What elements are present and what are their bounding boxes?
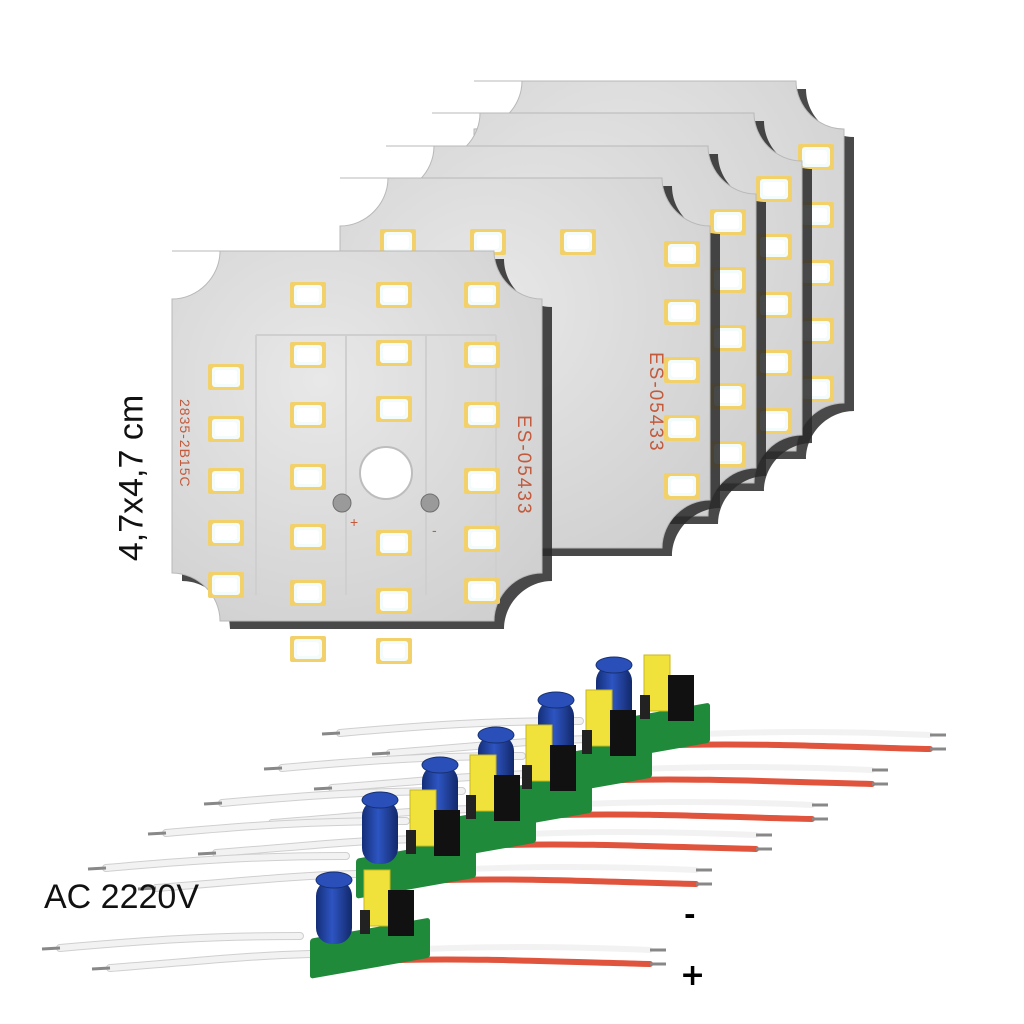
smd-led bbox=[376, 638, 412, 664]
smd-led bbox=[464, 526, 500, 552]
smd-led bbox=[798, 144, 834, 170]
smd-led bbox=[208, 364, 244, 390]
board-part-code: ES-05433 bbox=[645, 352, 666, 453]
smd-led bbox=[464, 468, 500, 494]
smd-led bbox=[290, 282, 326, 308]
led-board: + - ES-05433 2835-2B15C bbox=[171, 250, 552, 664]
smd-led bbox=[464, 282, 500, 308]
smd-led bbox=[376, 396, 412, 422]
smd-led bbox=[208, 468, 244, 494]
led-board: ES-05433 bbox=[339, 177, 720, 556]
smd-led bbox=[470, 229, 506, 255]
led-board-stack: ES-05433ES-05433ES-05433ES-05433+-ES-054… bbox=[171, 80, 854, 664]
smd-led bbox=[664, 415, 700, 441]
smd-led bbox=[290, 580, 326, 606]
smd-led bbox=[290, 464, 326, 490]
smd-led bbox=[664, 241, 700, 267]
smd-led bbox=[208, 520, 244, 546]
driver-module bbox=[41, 869, 666, 979]
smd-led bbox=[376, 340, 412, 366]
solder-pad-plus bbox=[332, 493, 352, 513]
smd-led bbox=[290, 636, 326, 662]
smd-led bbox=[756, 176, 792, 202]
smd-led bbox=[380, 229, 416, 255]
smd-led bbox=[560, 229, 596, 255]
smd-led bbox=[464, 342, 500, 368]
smd-led bbox=[464, 402, 500, 428]
smd-led bbox=[710, 209, 746, 235]
board-size-label: 4,7x4,7 cm bbox=[112, 394, 151, 562]
smd-led bbox=[290, 524, 326, 550]
output-plus-sign: + bbox=[680, 958, 706, 993]
smd-led bbox=[664, 299, 700, 325]
smd-led bbox=[376, 530, 412, 556]
input-voltage-label: AC 2220V bbox=[44, 878, 199, 916]
led-type-marking: 2835-2B15C bbox=[177, 399, 193, 488]
smd-led bbox=[376, 588, 412, 614]
mounting-hole bbox=[359, 446, 413, 500]
smd-led bbox=[464, 578, 500, 604]
driver-module-stack bbox=[41, 654, 946, 979]
smd-led bbox=[208, 416, 244, 442]
output-minus-sign: - bbox=[684, 898, 696, 931]
pad-plus-marking: + bbox=[350, 514, 359, 530]
pad-minus-marking: - bbox=[432, 522, 438, 538]
smd-led bbox=[290, 402, 326, 428]
smd-led bbox=[208, 572, 244, 598]
solder-pad-minus bbox=[420, 493, 440, 513]
board-part-code: ES-05433 bbox=[513, 415, 534, 516]
smd-led bbox=[376, 282, 412, 308]
smd-led bbox=[664, 473, 700, 499]
smd-led bbox=[290, 342, 326, 368]
smd-led bbox=[664, 357, 700, 383]
